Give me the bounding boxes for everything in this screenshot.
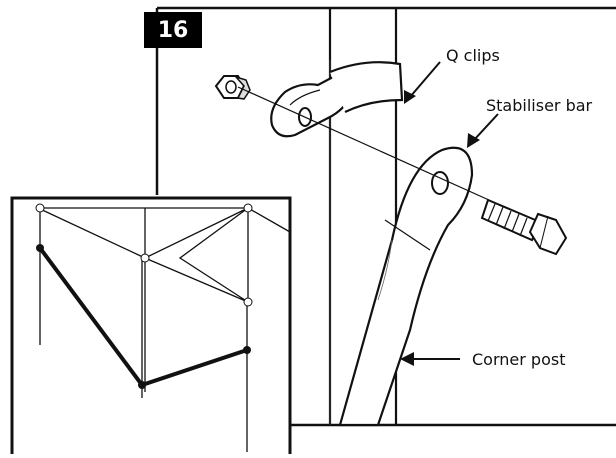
inset-overview (10, 196, 292, 458)
q-clips-label: Q clips (446, 46, 500, 65)
step-number-badge: 16 (144, 12, 202, 48)
bolt (480, 198, 568, 256)
leader-arrows (400, 61, 499, 366)
stabiliser-bar (338, 146, 474, 427)
q-clip (270, 61, 404, 138)
hex-nut (214, 75, 251, 100)
stabiliser-bar-label: Stabiliser bar (486, 96, 593, 115)
assembly-line (237, 86, 501, 206)
corner-post-label: Corner post (472, 350, 566, 369)
